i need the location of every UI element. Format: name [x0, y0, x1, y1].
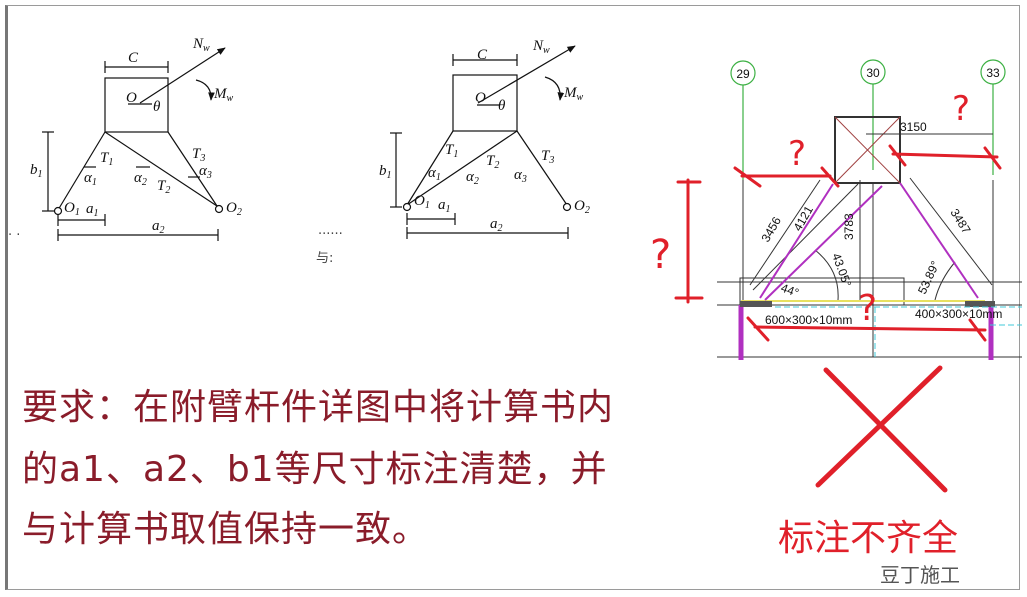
plate-right — [965, 301, 995, 307]
big-x-mark — [823, 367, 948, 493]
watermark: 豆丁施工 — [880, 563, 960, 587]
label-nw: Nw — [532, 38, 550, 56]
label-c: C — [477, 47, 488, 63]
dim-4121: 4121 — [790, 203, 816, 233]
label-t1: T1 — [445, 142, 458, 160]
requirement-line-2: 的a1、a2、b1等尺寸标注清楚，并 — [22, 449, 608, 490]
label-a2: a2 — [152, 218, 165, 236]
calc-diagram-middle-labels: C Nw Mw O θ T1 α1 α2 T2 T3 α3 b1 O1 a1 O… — [316, 38, 590, 266]
calc-diagram-middle — [390, 45, 576, 239]
label-alpha1: α1 — [428, 165, 441, 183]
label-a2: a2 — [490, 216, 503, 234]
label-alpha2: α2 — [466, 169, 479, 187]
pin-o1 — [402, 202, 412, 212]
slide-frame — [5, 5, 1020, 590]
member-t1 — [406, 130, 454, 206]
column-box — [104, 77, 169, 133]
calc-diagram-left — [42, 47, 226, 241]
force-nw-arrow — [477, 45, 576, 104]
label-o: O — [475, 90, 486, 106]
moment-mw-arrow — [544, 76, 565, 101]
question-mark-1: ? — [788, 134, 806, 174]
label-c: C — [128, 50, 139, 66]
pin-o2 — [562, 202, 572, 212]
label-theta: θ — [153, 99, 161, 115]
plate-note-left: 600×300×10mm — [765, 313, 852, 327]
label-mw: Mw — [213, 86, 234, 104]
member-t1 — [57, 131, 106, 211]
moment-mw-arrow — [195, 79, 215, 101]
label-b1: b1 — [30, 162, 43, 180]
label-t3: T3 — [541, 148, 554, 166]
label-t2: T2 — [157, 178, 170, 196]
label-alpha2: α2 — [134, 170, 147, 188]
label-alpha1: α1 — [84, 170, 97, 188]
label-mw: Mw — [563, 85, 584, 103]
force-nw-arrow — [139, 47, 226, 104]
angle-43: 43.05° — [829, 251, 854, 289]
label-a1: a1 — [438, 197, 451, 215]
axis-label-33: 33 — [986, 66, 1000, 80]
axis-label-30: 30 — [866, 66, 880, 80]
label-o2: O2 — [574, 198, 590, 216]
question-mark-2: ? — [952, 89, 970, 129]
label-theta: θ — [498, 98, 506, 114]
question-mark-4: ? — [858, 288, 877, 329]
axis-label-29: 29 — [736, 67, 750, 81]
verdict-text: 标注不齐全 — [778, 518, 959, 559]
dim-3150: 3150 — [900, 120, 927, 134]
member-t3 — [167, 131, 218, 207]
label-alpha3: α3 — [514, 167, 527, 185]
label-o1: O1 — [414, 193, 430, 211]
dim-3783: 3783 — [842, 213, 856, 240]
plate-left — [740, 301, 772, 307]
member-t3 — [516, 130, 568, 206]
column-box — [452, 74, 518, 132]
red-markup — [674, 144, 1002, 493]
label-o2: O2 — [226, 200, 242, 218]
label-o: O — [126, 90, 137, 106]
member-t2 — [406, 130, 518, 206]
dots-left: · · — [8, 228, 20, 243]
requirement-line-3: 与计算书取值保持一致。 — [22, 509, 430, 550]
label-t1: T1 — [100, 150, 113, 168]
angle-44: 44° — [779, 281, 801, 300]
member-t2 — [104, 131, 218, 207]
dots-middle: ······ — [318, 227, 343, 242]
cad-detail: 29 30 33 3150 3456 4121 3783 3487 43.05 — [650, 59, 1022, 493]
label-a1: a1 — [86, 201, 99, 219]
question-mark-3: ? — [650, 232, 671, 278]
pin-o1 — [53, 206, 63, 216]
label-alpha3: α3 — [199, 163, 212, 181]
label-t2: T2 — [486, 153, 499, 171]
calc-diagram-left-labels: C Nw Mw O θ T1 α1 α2 T2 T3 α3 b1 O1 a1 O… — [8, 36, 242, 243]
label-o1: O1 — [64, 200, 80, 218]
requirement-line-1: 要求：在附臂杆件详图中将计算书内 — [22, 387, 615, 428]
label-t3: T3 — [192, 146, 205, 164]
pin-o2 — [214, 204, 224, 214]
text-fragment: 与: — [316, 251, 333, 266]
label-b1: b1 — [379, 163, 392, 181]
label-nw: Nw — [192, 36, 210, 54]
plate-note-right: 400×300×10mm — [915, 307, 1002, 321]
